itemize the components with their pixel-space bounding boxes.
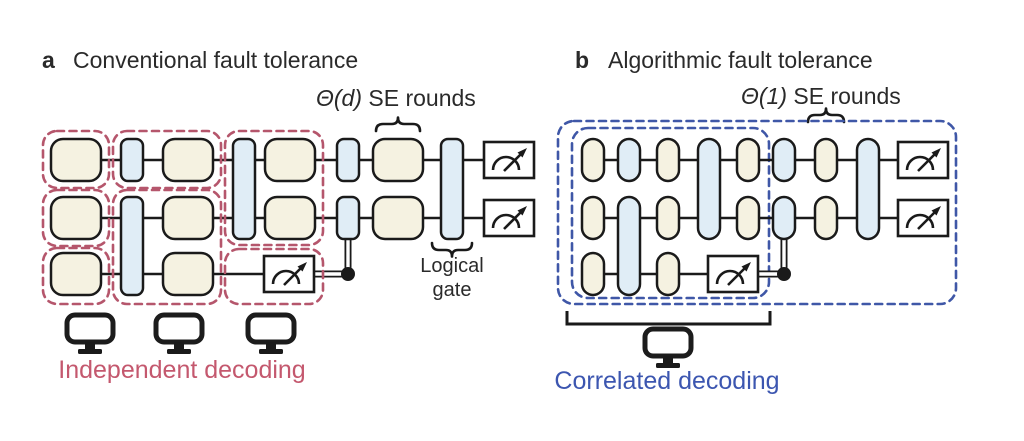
logical-block-gate bbox=[735, 137, 761, 183]
independent-decoding-label: Independent decoding bbox=[58, 356, 305, 384]
logical-block-gate bbox=[49, 251, 103, 297]
measurement-meter-icon bbox=[896, 140, 950, 180]
se-round-gate bbox=[813, 195, 839, 241]
logical-block-gate bbox=[580, 195, 606, 241]
decoding-region bbox=[41, 188, 111, 248]
classical-control-dot bbox=[341, 267, 355, 281]
panel-a-label: a bbox=[42, 47, 55, 73]
decoding-region bbox=[41, 246, 111, 306]
overbrace-se-rounds-a bbox=[374, 116, 422, 133]
panel-b-title: b Algorithmic fault tolerance bbox=[575, 47, 873, 73]
two-qubit-coupler-gate bbox=[231, 137, 257, 241]
logical-block-gate bbox=[49, 195, 103, 241]
classical-control-dot bbox=[777, 267, 791, 281]
measurement-meter-icon bbox=[896, 198, 950, 238]
se-round-gate bbox=[813, 137, 839, 183]
panel-b-se-rounds-label: Θ(1) SE rounds bbox=[741, 83, 901, 109]
logical-gate-label-line1: Logical bbox=[420, 255, 483, 277]
panel-a-se-rounds-label: Θ(d) SE rounds bbox=[316, 85, 476, 111]
panel-b: b Algorithmic fault tolerance Θ(1) SE rou… bbox=[554, 47, 958, 395]
logical-block-gate bbox=[263, 137, 317, 183]
logical-block-gate bbox=[161, 195, 215, 241]
logical-gate bbox=[855, 137, 881, 241]
logical-block-gate bbox=[655, 195, 681, 241]
logical-block-gate bbox=[161, 251, 215, 297]
correlated-decoding-bracket bbox=[565, 311, 772, 326]
single-qubit-coupler-gate bbox=[119, 137, 145, 183]
logical-block-gate bbox=[580, 137, 606, 183]
panel-a: a Conventional fault tolerance Θ(d) SE ro… bbox=[41, 47, 536, 384]
single-qubit-coupler-gate bbox=[335, 137, 361, 183]
panel-a-title: a Conventional fault tolerance bbox=[42, 47, 358, 73]
decoder-monitor-icon bbox=[248, 315, 294, 354]
decoding-region bbox=[111, 129, 223, 190]
measurement-meter-icon bbox=[262, 254, 316, 294]
logical-gate-label-line2: gate bbox=[433, 279, 472, 301]
measurement-meter-icon bbox=[482, 198, 536, 238]
two-qubit-coupler-gate bbox=[119, 195, 145, 297]
single-qubit-coupler-gate bbox=[771, 137, 797, 183]
decoding-region bbox=[223, 247, 325, 306]
decoding-region bbox=[111, 188, 223, 306]
logical-block-gate bbox=[49, 137, 103, 183]
decoder-monitor-icon bbox=[156, 315, 202, 354]
logical-block-gate bbox=[655, 251, 681, 297]
logical-block-gate bbox=[655, 137, 681, 183]
logical-gate bbox=[439, 137, 465, 241]
underbrace-logical-gate bbox=[430, 241, 474, 258]
decoder-monitor-icon bbox=[645, 329, 691, 368]
correlated-decoding-label: Correlated decoding bbox=[554, 367, 779, 395]
panel-a-title-text: Conventional fault tolerance bbox=[73, 47, 358, 73]
measurement-meter-icon bbox=[482, 140, 536, 180]
se-round-gate bbox=[371, 195, 425, 241]
logical-block-gate bbox=[161, 137, 215, 183]
logical-block-gate bbox=[580, 251, 606, 297]
correlated-decoding-region-inner bbox=[570, 126, 771, 300]
controlled-coupler-gate bbox=[771, 195, 797, 241]
logical-block-gate bbox=[263, 195, 317, 241]
measurement-meter-icon bbox=[706, 254, 760, 294]
overbrace-se-rounds-b bbox=[806, 107, 846, 124]
controlled-coupler-gate bbox=[335, 195, 361, 241]
decoder-monitor-icon bbox=[67, 315, 113, 354]
decoding-region bbox=[41, 129, 111, 190]
single-qubit-coupler-gate bbox=[616, 137, 642, 183]
two-qubit-coupler-gate bbox=[616, 195, 642, 297]
classical-feedforward-wire bbox=[314, 238, 352, 278]
correlated-decoding-region-outer bbox=[556, 119, 958, 306]
two-qubit-coupler-gate bbox=[696, 137, 722, 241]
panel-b-label: b bbox=[575, 47, 589, 73]
se-round-gate bbox=[371, 137, 425, 183]
logical-block-gate bbox=[735, 195, 761, 241]
panel-b-title-text: Algorithmic fault tolerance bbox=[608, 47, 873, 73]
